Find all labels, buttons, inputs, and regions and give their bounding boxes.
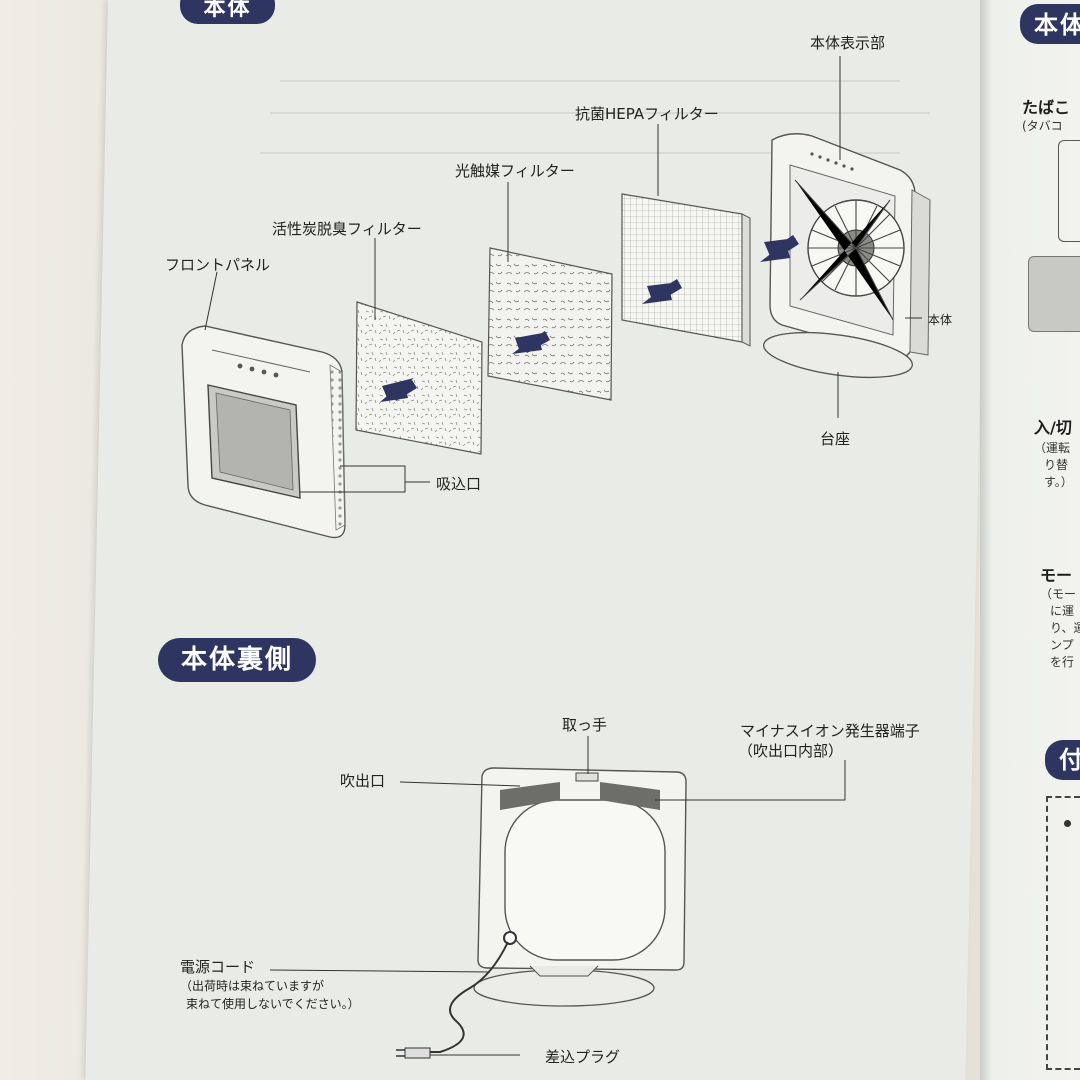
label-cord-note-1: （出荷時は束ねていますが bbox=[180, 979, 325, 993]
label-outlet: 吹出口 bbox=[340, 772, 386, 790]
carbon-filter-drawing bbox=[355, 301, 483, 455]
right-item-mode: モー bbox=[1040, 566, 1073, 585]
insertion-arrows bbox=[380, 235, 799, 402]
right-section-title-2: 付 bbox=[1045, 740, 1080, 780]
label-intake: 吸込口 bbox=[436, 475, 482, 493]
right-dashed-box bbox=[1046, 796, 1080, 1070]
right-item-power-line2: り替 bbox=[1044, 458, 1069, 472]
section-title-back: 本体裏側 bbox=[158, 638, 316, 682]
right-item-mode-line5: を行 bbox=[1050, 655, 1075, 669]
main-body-drawing bbox=[763, 133, 931, 379]
right-button-illustration bbox=[1058, 140, 1080, 242]
label-body: 本体 bbox=[928, 313, 953, 327]
label-ion-terminal-note: （吹出口内部） bbox=[738, 742, 844, 760]
back-view-drawing bbox=[396, 767, 687, 1059]
hepa-filter-drawing bbox=[621, 193, 751, 347]
label-display: 本体表示部 bbox=[810, 34, 886, 52]
label-base: 台座 bbox=[820, 430, 851, 448]
bleed-through-lines bbox=[260, 70, 960, 190]
right-section-title: 本体 bbox=[1020, 4, 1080, 44]
label-cord-note-2: 束ねて使用しないでください。） bbox=[186, 997, 360, 1011]
front-panel-drawing bbox=[181, 325, 346, 539]
right-bullet bbox=[1064, 820, 1071, 827]
right-item-mode-line2: に運 bbox=[1050, 604, 1075, 618]
label-power-cord: 電源コード bbox=[180, 958, 256, 976]
right-panel-illustration bbox=[1028, 256, 1080, 332]
label-carbon-filter: 活性炭脱臭フィルター bbox=[272, 220, 422, 238]
label-plug: 差込プラグ bbox=[545, 1048, 621, 1066]
leader-lines-front bbox=[204, 56, 922, 493]
right-item-power-line3: す。） bbox=[1044, 475, 1073, 489]
section-title-main: 本体 bbox=[180, 0, 275, 24]
label-handle: 取っ手 bbox=[562, 716, 608, 734]
label-hepa-filter: 抗菌HEPAフィルター bbox=[575, 105, 719, 123]
right-item-mode-line1: （モー bbox=[1040, 587, 1077, 601]
right-item-mode-line4: ンプ bbox=[1050, 638, 1074, 652]
photocatalyst-filter-drawing bbox=[487, 247, 613, 401]
next-page-edge bbox=[980, 0, 1080, 1080]
right-item-mode-line3: り、運 bbox=[1050, 621, 1080, 635]
label-photocatalyst-filter: 光触媒フィルター bbox=[455, 162, 575, 180]
right-item-tobacco: たばこ bbox=[1022, 98, 1071, 117]
leader-lines-back bbox=[269, 736, 846, 1056]
right-item-power-line1: （運転 bbox=[1034, 441, 1071, 455]
right-item-tobacco-sub: (タバコ bbox=[1022, 119, 1063, 133]
right-item-power: 入/切 bbox=[1034, 418, 1072, 437]
label-ion-terminal: マイナスイオン発生器端子 bbox=[740, 722, 920, 740]
label-front-panel: フロントパネル bbox=[165, 256, 271, 274]
